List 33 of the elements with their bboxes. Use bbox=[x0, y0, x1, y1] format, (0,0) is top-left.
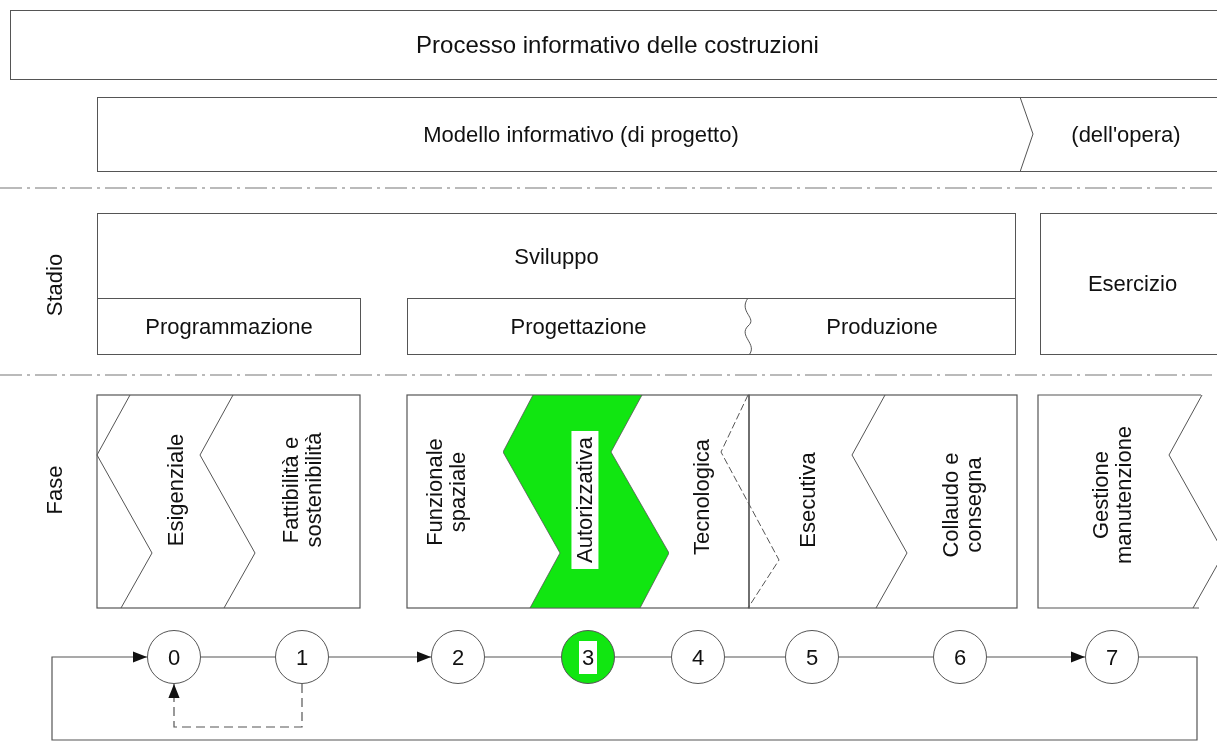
highlight-chevron bbox=[503, 395, 669, 608]
step-circle bbox=[671, 630, 725, 684]
step-circle bbox=[785, 630, 839, 684]
connector-arrow bbox=[51, 651, 1198, 741]
phase-label: Funzionale spaziale bbox=[422, 429, 470, 555]
phase-label: Esecutiva bbox=[796, 452, 820, 548]
step-circle bbox=[275, 630, 329, 684]
connector-arrow bbox=[986, 651, 1086, 663]
phase-label: Esigenziale bbox=[164, 433, 188, 547]
step-number: 3 bbox=[578, 640, 598, 674]
phase-label: Tecnologica bbox=[690, 438, 714, 556]
step-circle bbox=[1085, 630, 1139, 684]
step-circle bbox=[147, 630, 201, 684]
band-label: Modello informativo (di progetto) bbox=[423, 121, 739, 148]
phase-label: Collaudo e consegna bbox=[938, 445, 986, 565]
step-circle bbox=[933, 630, 987, 684]
phase-label: Fattibilità e sostenibilità bbox=[278, 415, 326, 565]
step-circle bbox=[561, 630, 615, 684]
stage-box: Sviluppo bbox=[97, 213, 1016, 299]
phase-label: Autorizzativa bbox=[571, 431, 599, 569]
step-circle bbox=[431, 630, 485, 684]
stage-box: Produzione bbox=[749, 298, 1016, 355]
stage-box: Programmazione bbox=[97, 298, 361, 355]
row-label: Fase bbox=[42, 465, 68, 515]
title-box: Processo informativo delle costruzioni bbox=[10, 10, 1217, 80]
band-label: (dell'opera) bbox=[1071, 121, 1181, 148]
model-band bbox=[97, 97, 1217, 172]
connector-arrow bbox=[168, 683, 303, 728]
stage-box: Progettazione bbox=[407, 298, 749, 355]
phase-label: Gestione manutenzione bbox=[1088, 420, 1136, 570]
row-label: Stadio bbox=[42, 253, 68, 317]
stage-box: Esercizio bbox=[1040, 213, 1217, 355]
connector-arrow bbox=[328, 651, 432, 663]
